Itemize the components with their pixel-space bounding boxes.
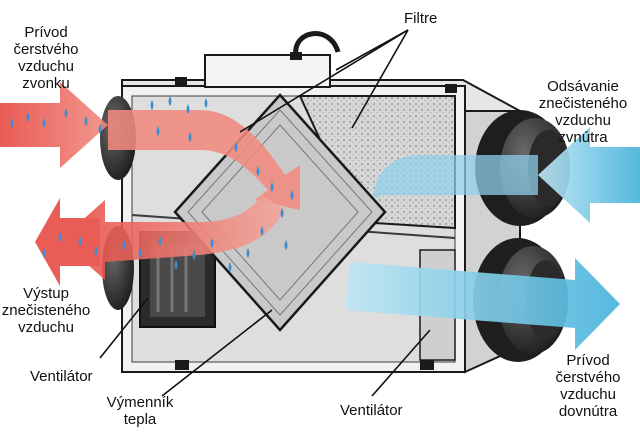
cool-air-arrow-in: [365, 127, 640, 223]
electrical-box: [204, 31, 341, 88]
droplet-icon: [10, 96, 294, 272]
fresh-intake-label: Prívod čerstvého vzduchu zvonku: [13, 24, 79, 92]
fan-left-label: Ventilátor: [30, 368, 93, 385]
warm-air-arrow-out: [35, 195, 285, 286]
leader-lines: [99, 29, 431, 397]
cool-air-arrow-out: [345, 258, 620, 350]
warm-air-arrow-in: [0, 82, 300, 210]
filters-label: Filtre: [404, 10, 438, 27]
fan-right-label: Ventilátor: [340, 402, 403, 419]
heat-exchanger-label: Výmenník tepla: [106, 394, 174, 428]
stale-intake-label: Odsávanie znečisteného vzduchu zvnútra: [538, 78, 628, 146]
stale-exhaust-label: Výstup znečisteného vzduchu: [1, 285, 91, 336]
fresh-supply-label: Prívod čerstvého vzduchu dovnútra: [555, 352, 621, 420]
